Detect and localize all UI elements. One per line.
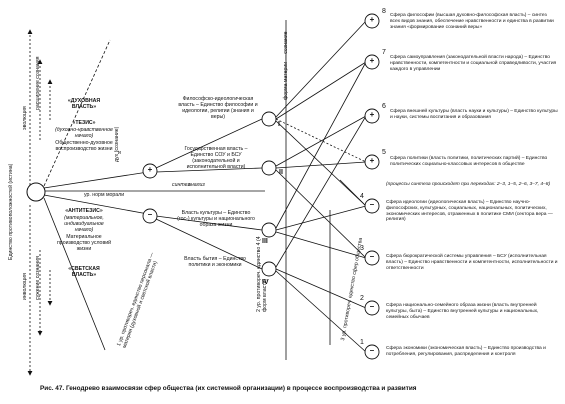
root-to-plus (43, 171, 149, 189)
spiritual-power: «ДУХОВНАЯ ВЛАСТЬ» (67, 98, 101, 110)
sphere-node-7 (364, 54, 380, 70)
sphere-sign-2: – (369, 302, 375, 311)
root-node (26, 182, 46, 202)
form-matter-label: форма материи — сознание (283, 31, 289, 100)
sphere-sign-7: + (369, 56, 375, 65)
thesis-sub: (духовно-нравственное начало) (55, 127, 113, 139)
minus-node (142, 208, 158, 224)
branch-life: Власть бытия – Единство политики и эконо… (184, 256, 246, 268)
sphere-num-8: 8 (382, 8, 386, 15)
sphere-text-4: Сфера идеологии (идеологическая власть) … (386, 200, 553, 223)
secular-power: «СВЕТСКАЯ ВЛАСТЬ» (68, 266, 100, 278)
sphere-node-3 (364, 250, 380, 266)
sphere-text-7: Сфера самоуправления (законодательной вл… (390, 55, 557, 72)
sphere-text-2: Сфера национально-семейного образа жизни… (386, 303, 539, 320)
root-to-minus (43, 194, 149, 215)
antithesis-desc: Материальное производство условий жизни (57, 234, 111, 252)
sphere-node-8 (364, 13, 380, 29)
node-II (261, 160, 277, 176)
sphere-sign-3: – (369, 252, 375, 261)
roman-I: I (278, 121, 280, 128)
minus-sign: – (147, 210, 153, 219)
sphere-num-2: 2 (360, 295, 364, 302)
sphere-num-4: 4 (360, 193, 364, 200)
branch-state: Государственная власть – Единство СОУ и … (184, 146, 248, 170)
involution-label: инволюция (22, 273, 28, 300)
sphere-sign-4: – (369, 200, 375, 209)
sphere-num-3: 3 (360, 245, 364, 252)
sphere-sign-6: + (369, 110, 375, 119)
sphere-sign-5: + (369, 156, 375, 165)
process-note: (процессы синтеза происходят при переход… (386, 182, 551, 187)
roman-IV: IV (262, 279, 269, 286)
branch-philosophy: Философско-идеологическая власть – Единс… (178, 96, 258, 120)
node-IV (261, 261, 277, 277)
sphere-text-8: Сфера философии (высшая духовно-философс… (390, 13, 554, 30)
evolution-label: эволюция (22, 106, 28, 130)
sphere-sign-8: + (369, 15, 375, 24)
analysis-label: анализ (188, 182, 205, 188)
sphere-sign-1: – (369, 346, 375, 355)
unity-label: Единство противоположностей (истина) (8, 163, 14, 260)
sphere-num-5: 5 (382, 149, 386, 156)
plus-node (142, 163, 158, 179)
node-I (261, 111, 277, 127)
sphere-node-6 (364, 108, 380, 124)
sphere-node-4 (364, 198, 380, 214)
expansion-label: расширение сознания (35, 56, 41, 110)
morality-label: ур. норм морали (84, 192, 125, 198)
plus-sign: + (147, 165, 153, 174)
thesis-desc: Общественно-духовное воспроизводство жиз… (55, 140, 113, 152)
synthesis-label: синтез (172, 182, 190, 188)
narrowing-label: сужение сознания (35, 256, 41, 300)
antithesis-title: «АНТИТЕЗИС» (65, 208, 103, 214)
thesis-title: «ТЕЗИС» (72, 120, 96, 126)
node-III (261, 222, 277, 238)
roman-II: II (279, 169, 283, 176)
sphere-num-1: 1 (360, 339, 364, 346)
roman-III: III (262, 238, 268, 245)
sphere-node-2 (364, 300, 380, 316)
sphere-text-6: Сфера внешней культуры (власть науки и к… (390, 109, 558, 120)
spirit-label: дух (сознание) (114, 126, 120, 162)
sphere-num-6: 6 (382, 103, 386, 110)
sphere-text-5: Сфера политики (власть политики, политич… (390, 156, 548, 167)
and-label: и (118, 150, 121, 156)
figure-caption: Рис. 47. Генодрево взаимосвязи сфер обще… (40, 385, 417, 392)
antithesis-sub: (материальное, индивидуальное начало) (64, 215, 104, 233)
sphere-num-7: 7 (382, 49, 386, 56)
sphere-text-3: Сфера бюрократической системы управления… (386, 254, 558, 271)
sphere-text-1: Сфера экономики (экономическая власть) –… (386, 346, 546, 357)
sphere-node-1 (364, 344, 380, 360)
sphere-node-5 (364, 154, 380, 170)
branch-culture: Власть культуры – Единство (гос-) культу… (177, 210, 255, 228)
